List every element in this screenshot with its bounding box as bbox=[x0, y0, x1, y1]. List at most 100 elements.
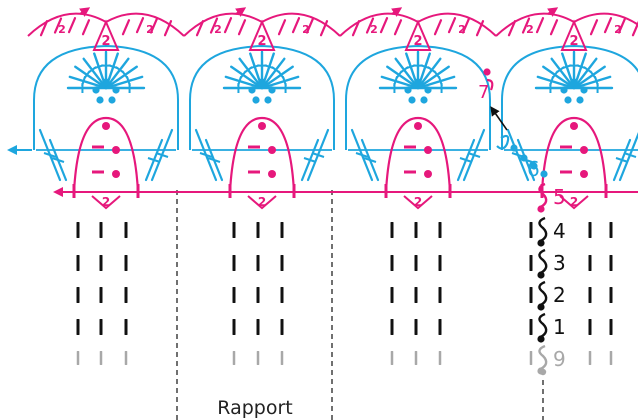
crown-stitch bbox=[163, 20, 173, 37]
stitch-mark bbox=[76, 287, 80, 303]
crown-number: 2 bbox=[214, 23, 222, 36]
shell-dash bbox=[404, 170, 416, 174]
fan-arch bbox=[189, 44, 335, 150]
stitch-mark bbox=[609, 287, 613, 303]
row-number: 9 bbox=[553, 347, 566, 371]
fan-spoke bbox=[104, 65, 138, 90]
fan-dot bbox=[560, 86, 568, 94]
crown-number: 2 bbox=[58, 23, 66, 36]
fan-arch bbox=[33, 44, 179, 150]
arrow-icon bbox=[490, 106, 508, 131]
slip-stitch-dot bbox=[537, 205, 545, 213]
fan-dot bbox=[576, 96, 584, 104]
row-number: 7 bbox=[478, 82, 489, 103]
row-number: 1 bbox=[553, 315, 566, 339]
stitch-mark bbox=[280, 351, 284, 365]
stitch-mark bbox=[438, 287, 442, 303]
stitch-mark bbox=[76, 351, 80, 365]
stitch-mark bbox=[232, 319, 236, 335]
chain-loop-icon bbox=[538, 344, 548, 372]
stitch-mark bbox=[124, 255, 128, 271]
row-number: 4 bbox=[553, 219, 566, 243]
crown-stitch bbox=[617, 17, 627, 34]
fan-dot bbox=[420, 96, 428, 104]
slip-stitch-dot bbox=[537, 335, 545, 343]
treble-bar bbox=[155, 152, 169, 158]
crown-arrow bbox=[79, 7, 91, 17]
stitch-mark bbox=[76, 255, 80, 271]
stitch-mark bbox=[99, 351, 103, 365]
treble-bar bbox=[615, 157, 629, 163]
stitch-mark bbox=[529, 287, 533, 303]
fan bbox=[501, 44, 638, 150]
crown-number: 2 bbox=[101, 34, 110, 49]
shell-dot bbox=[424, 170, 432, 178]
row-number: 3 bbox=[553, 251, 566, 275]
chain-loop-icon bbox=[538, 312, 548, 340]
fan-dot bbox=[108, 96, 116, 104]
crown-arc bbox=[27, 12, 185, 37]
shell: 2 bbox=[228, 116, 296, 210]
shell-number: 2 bbox=[414, 195, 422, 209]
stitch-mark bbox=[414, 255, 418, 271]
stitch-mark bbox=[609, 255, 613, 271]
crown-arc bbox=[183, 12, 341, 37]
treble-bar bbox=[147, 157, 161, 163]
fan-dot bbox=[580, 86, 588, 94]
fan bbox=[345, 44, 491, 150]
shell-dot bbox=[570, 122, 578, 130]
fan bbox=[33, 44, 179, 150]
fan-spoke bbox=[542, 65, 576, 90]
stitch-mark bbox=[256, 222, 260, 238]
shell-dot bbox=[580, 170, 588, 178]
shell-dash bbox=[560, 170, 572, 174]
stitch-mark bbox=[609, 351, 613, 365]
slip-stitch-dot bbox=[537, 271, 545, 279]
crown-stitch bbox=[631, 20, 638, 37]
stitch-mark bbox=[529, 222, 533, 238]
treble-bar bbox=[43, 152, 57, 158]
crown-peak bbox=[560, 19, 588, 51]
crown-stitch bbox=[223, 17, 233, 34]
stitch-mark bbox=[390, 351, 394, 365]
fan-dot bbox=[564, 96, 572, 104]
shell-dash bbox=[92, 170, 104, 174]
stitch-mark bbox=[124, 351, 128, 365]
fan-dot bbox=[92, 86, 100, 94]
fan-spoke bbox=[550, 57, 576, 90]
fan-spoke bbox=[104, 75, 144, 90]
crown-stitch bbox=[365, 17, 375, 34]
shell: 2 bbox=[72, 116, 140, 210]
treble-bar bbox=[623, 152, 637, 158]
shell-number: 2 bbox=[570, 195, 578, 209]
crown-peak bbox=[248, 19, 276, 51]
slip-stitch-dot bbox=[537, 303, 545, 311]
fan-arch bbox=[501, 44, 638, 150]
fan-spoke bbox=[82, 57, 108, 90]
stitch-mark bbox=[232, 287, 236, 303]
crown-number: 2 bbox=[569, 34, 578, 49]
stitch-mark bbox=[232, 351, 236, 365]
crown-stitch bbox=[535, 17, 545, 34]
treble-bar bbox=[467, 152, 481, 158]
crown-stitch bbox=[393, 19, 403, 36]
fan-dot bbox=[96, 96, 104, 104]
fan-spoke bbox=[386, 65, 420, 90]
treble-bar bbox=[199, 152, 213, 158]
fan bbox=[189, 44, 335, 150]
stitch-mark bbox=[588, 255, 592, 271]
shell-dash bbox=[404, 145, 416, 149]
fan-spoke bbox=[572, 57, 598, 90]
side-trebles bbox=[348, 128, 488, 182]
slip-stitch-dot bbox=[520, 154, 528, 162]
crown-stitch bbox=[121, 19, 131, 36]
crown-stitch bbox=[53, 17, 63, 34]
stitch-mark bbox=[414, 351, 418, 365]
stitch-mark bbox=[588, 287, 592, 303]
shell-dot bbox=[268, 146, 276, 154]
chain-loop-icon bbox=[538, 280, 548, 308]
